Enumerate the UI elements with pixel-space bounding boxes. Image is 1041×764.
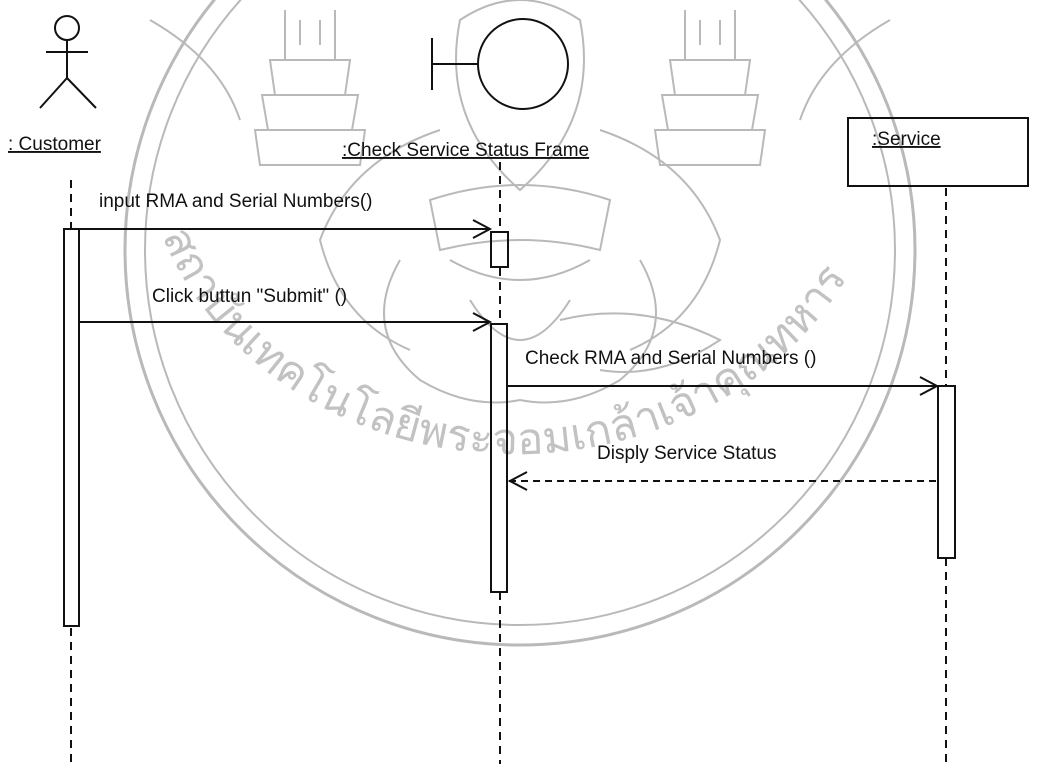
actor-label: : Customer <box>8 134 102 155</box>
message-input-rma: input RMA and Serial Numbers() <box>79 191 490 238</box>
message-click-submit: Click buttun "Submit" () <box>79 286 490 331</box>
boundary-icon <box>432 19 568 109</box>
actor-figure <box>40 16 96 108</box>
message-label-input-rma: input RMA and Serial Numbers() <box>99 191 373 212</box>
activation-service <box>938 386 955 558</box>
watermark-text: สถาบันเทคโนโลยีพระจอมเกล้าเจ้าคุณทหาร <box>152 220 857 466</box>
activation-frame-1 <box>491 232 508 267</box>
message-label-check-rma: Check RMA and Serial Numbers () <box>525 348 816 369</box>
message-label-display-status: Disply Service Status <box>597 443 777 464</box>
service-label: :Service <box>872 129 941 150</box>
boundary-label: :Check Service Status Frame <box>342 140 589 161</box>
message-label-click-submit: Click buttun "Submit" () <box>152 286 347 307</box>
activation-customer <box>64 229 79 626</box>
